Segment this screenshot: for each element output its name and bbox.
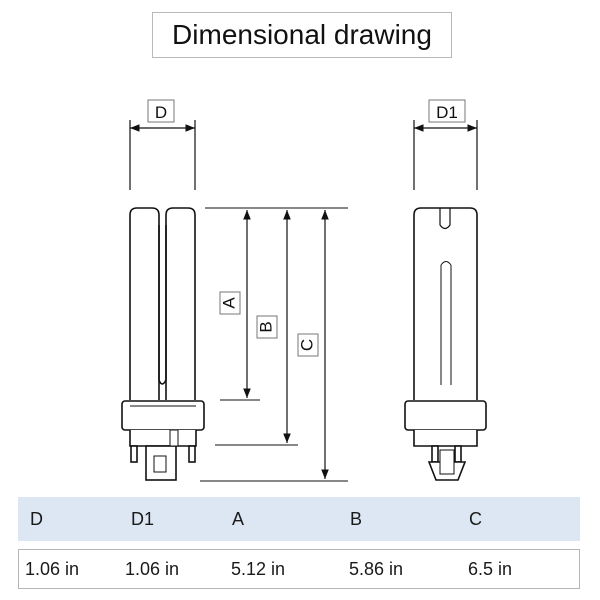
header-c: C [469,508,482,529]
dimension-d1 [413,99,478,190]
header-d1: D1 [131,508,155,529]
header-a: A [232,508,245,529]
value-b: 5.86 in [349,558,404,579]
label-d: D [155,103,167,122]
lamp-side-view [404,207,487,481]
label-c: C [297,339,316,351]
dimension-a [219,210,251,398]
value-c: 6.5 in [468,558,513,579]
label-a: A [219,297,238,309]
value-a: 5.12 in [231,558,286,579]
dimension-b [256,210,291,443]
extension-lines [200,207,348,482]
dimension-d [129,99,196,190]
dimension-table-row: 1.06 in 1.06 in 5.12 in 5.86 in 6.5 in [18,549,580,589]
header-d: D [30,508,43,529]
value-d1: 1.06 in [125,558,180,579]
label-d1: D1 [436,103,458,122]
header-b: B [350,508,363,529]
label-b: B [256,321,275,332]
dimension-table-header: D D1 A B C [18,497,580,541]
lamp-front-view [121,207,205,481]
value-d: 1.06 in [25,558,80,579]
page-title: Dimensional drawing [152,12,452,58]
dimension-c [297,210,329,479]
